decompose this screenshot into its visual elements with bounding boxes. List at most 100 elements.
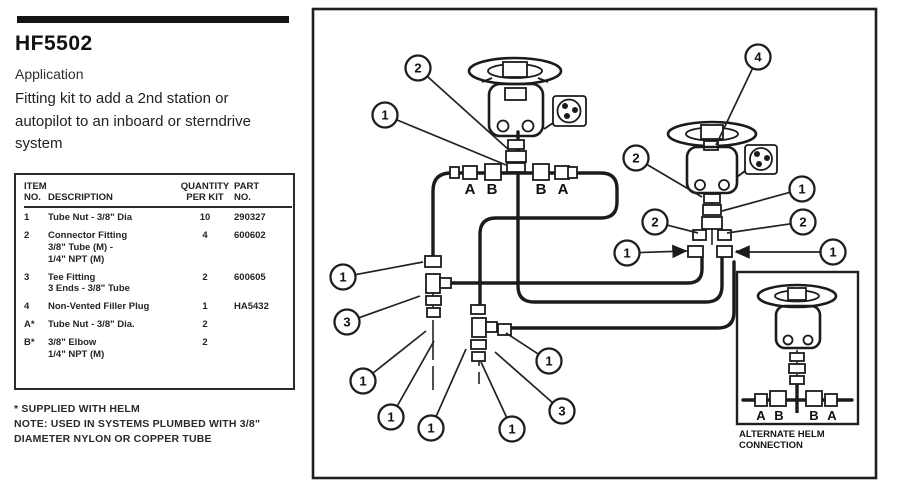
callout-2 xyxy=(622,144,650,172)
cell-qty: 4 xyxy=(202,229,208,241)
table-row: 2 Connector Fitting 3/8" Tube (M) - 1/4" … xyxy=(24,226,292,268)
callout-number: 1 xyxy=(381,108,388,123)
cell-desc: Tube Nut - 3/8" Dia xyxy=(48,212,133,223)
cell-desc: Tee Fitting 3 Ends - 3/8" Tube xyxy=(48,271,130,295)
cell-item: 2 xyxy=(24,229,30,241)
port-label-a1: A xyxy=(465,181,476,198)
callout-leader xyxy=(721,191,791,212)
callout-number: 1 xyxy=(798,182,805,197)
callout-number: 3 xyxy=(343,315,350,330)
callout-number: 4 xyxy=(754,50,762,65)
parts-table: ITEM NO. DESCRIPTION QUANTITY PER KIT PA… xyxy=(14,173,295,390)
page-title: HF5502 xyxy=(15,32,93,55)
table-row: A* Tube Nut - 3/8" Dia. 2 xyxy=(24,315,292,333)
tee-fitting-middle xyxy=(470,304,512,362)
port-label-a2: A xyxy=(558,181,569,198)
callout-leader xyxy=(715,67,754,146)
callout-1 xyxy=(788,175,816,203)
callout-1 xyxy=(371,101,399,129)
cell-part: 290327 xyxy=(234,212,266,223)
callout-leader xyxy=(494,351,554,404)
table-row: 3 Tee Fitting 3 Ends - 3/8" Tube 2 600605 xyxy=(24,268,292,298)
cell-item: A* xyxy=(24,319,35,331)
cell-part: 600602 xyxy=(234,229,266,241)
callout-number: 1 xyxy=(359,374,366,389)
cell-item: B* xyxy=(24,337,35,348)
callout-2 xyxy=(404,54,432,82)
col-header-quantity: QUANTITY PER KIT xyxy=(176,179,234,208)
station1-helm xyxy=(467,56,563,173)
callout-1 xyxy=(613,239,641,267)
callout-leader xyxy=(396,118,507,166)
callout-leader xyxy=(355,261,424,276)
cell-desc: 3/8" Elbow 1/4" NPT (M) xyxy=(48,337,105,360)
callout-1 xyxy=(329,263,357,291)
callout-leader xyxy=(666,224,699,234)
inset-port-label-a2: A xyxy=(827,408,837,423)
callout-1 xyxy=(417,414,445,442)
footnote: * SUPPLIED WITH HELM NOTE: USED IN SYSTE… xyxy=(14,403,261,446)
cell-qty: 10 xyxy=(199,212,211,223)
callout-number: 2 xyxy=(651,215,658,230)
callout-1 xyxy=(498,415,526,443)
cell-qty: 2 xyxy=(202,319,208,331)
callout-3 xyxy=(548,397,576,425)
inset-port-label-a1: A xyxy=(756,408,766,423)
cell-item: 3 xyxy=(24,271,30,283)
callout-leader xyxy=(726,222,791,234)
callout-leader xyxy=(426,75,510,151)
callout-1 xyxy=(377,403,405,431)
callout-leader xyxy=(372,330,427,374)
callout-leader xyxy=(435,348,467,417)
callout-1 xyxy=(819,238,847,266)
callout-number: 1 xyxy=(829,245,836,260)
callout-3 xyxy=(333,308,361,336)
callout-leader xyxy=(639,244,688,259)
callout-number: 1 xyxy=(545,354,552,369)
col-header-description: DESCRIPTION xyxy=(48,179,176,208)
cell-desc: Tube Nut - 3/8" Dia. xyxy=(48,319,135,331)
station1-ports: A B B A xyxy=(449,163,578,198)
inset-port-label-b2: B xyxy=(809,408,818,423)
cell-part: 600605 xyxy=(234,271,266,283)
callout-1 xyxy=(349,367,377,395)
header-rule xyxy=(17,16,289,23)
inset-port-label-b1: B xyxy=(774,408,783,423)
cell-qty: 2 xyxy=(202,337,208,348)
cell-desc: Non-Vented Filler Plug xyxy=(48,301,150,313)
cell-item: 4 xyxy=(24,301,30,313)
callout-leader xyxy=(396,340,435,407)
tubing xyxy=(431,130,746,390)
tee-fitting-left xyxy=(424,255,452,318)
helm-brand-icon-2 xyxy=(736,144,778,178)
callout-number: 1 xyxy=(427,421,434,436)
callout-number: 1 xyxy=(387,410,394,425)
callout-number: 3 xyxy=(558,404,565,419)
cell-desc: Connector Fitting 3/8" Tube (M) - 1/4" N… xyxy=(48,229,128,265)
helm-brand-icon xyxy=(543,95,587,130)
callout-number: 1 xyxy=(508,422,515,437)
application-description: Fitting kit to add a 2nd station or auto… xyxy=(15,90,251,152)
table-header-row: ITEM NO. DESCRIPTION QUANTITY PER KIT PA… xyxy=(24,179,292,208)
callout-number: 2 xyxy=(632,151,639,166)
callout-leader xyxy=(358,295,421,319)
callout-leader xyxy=(480,361,508,419)
col-header-item: ITEM NO. xyxy=(24,179,48,208)
callout-2 xyxy=(641,208,669,236)
application-label: Application xyxy=(15,66,84,82)
callout-number: 2 xyxy=(414,61,421,76)
callout-number: 2 xyxy=(799,215,806,230)
col-header-part: PART NO. xyxy=(234,179,292,208)
callout-4 xyxy=(744,43,772,71)
diagram-border xyxy=(311,7,878,480)
callout-2 xyxy=(789,208,817,236)
cell-part: HA5432 xyxy=(234,301,269,313)
cell-qty: 2 xyxy=(202,271,208,283)
